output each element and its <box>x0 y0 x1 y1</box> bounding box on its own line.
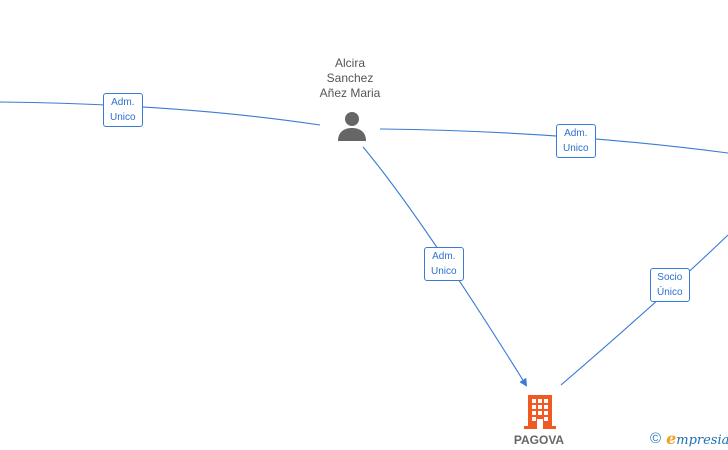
brand-logo: empresia <box>666 429 728 448</box>
person-icon[interactable] <box>336 110 368 142</box>
edge-label-line: Adm. <box>564 128 588 139</box>
edge-label-line: Unico <box>110 112 136 123</box>
person-name-line: Alcira <box>334 56 365 70</box>
person-name-line: Sanchez <box>326 71 374 85</box>
edge-label-line: Unico <box>431 266 457 277</box>
person-name[interactable]: Alcira Sanchez Añez Maria <box>300 56 400 101</box>
edge-down-line <box>362 146 528 387</box>
brand-watermark: © empresia <box>650 429 728 448</box>
building-icon[interactable] <box>524 393 556 429</box>
edge-socio-line <box>560 234 728 386</box>
edge-label-down[interactable]: Adm. Unico <box>424 247 464 281</box>
person-name-line: Añez Maria <box>319 86 381 100</box>
edge-label-right[interactable]: Adm. Unico <box>556 124 596 158</box>
edge-label-left[interactable]: Adm. Unico <box>103 93 143 127</box>
copyright-symbol: © <box>650 429 662 447</box>
edge-label-line: Adm. <box>432 251 456 262</box>
edge-right-line <box>379 128 728 154</box>
edge-label-line: Único <box>657 287 683 298</box>
edge-label-line: Unico <box>563 143 589 154</box>
brand-logo-initial: e <box>666 429 677 448</box>
edge-label-socio[interactable]: Socio Único <box>650 268 690 302</box>
edge-label-line: Adm. <box>111 97 135 108</box>
brand-logo-text: mpresia <box>676 433 728 448</box>
edge-left-line <box>0 101 321 126</box>
edge-label-line: Socio <box>657 272 683 283</box>
company-name[interactable]: PAGOVA <box>513 433 565 447</box>
